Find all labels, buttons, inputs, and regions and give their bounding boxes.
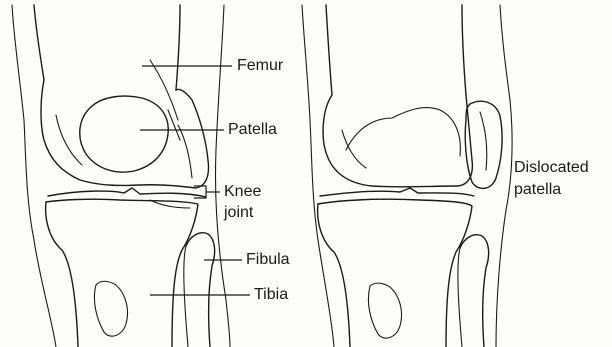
knee-joint-label-line2: joint	[224, 203, 253, 222]
patella-label: Patella	[228, 120, 277, 139]
femur-label: Femur	[237, 56, 283, 75]
normal-knee-drawing	[12, 5, 230, 347]
label-leaders	[140, 66, 250, 295]
fibula-label: Fibula	[246, 250, 290, 269]
dislocated-patella-label-line2: patella	[514, 180, 561, 199]
femur-shape-right	[323, 5, 472, 187]
dislocated-knee-drawing	[302, 5, 512, 347]
knee-joint-line	[48, 188, 206, 197]
knee-joint-label-line1: Knee	[224, 182, 261, 201]
tibia-shape-right	[318, 199, 472, 347]
fibula-shape	[184, 233, 215, 347]
dislocated-patella-label-line1: Dislocated	[514, 158, 589, 177]
fibula-shape-right	[458, 235, 489, 347]
patella-shape	[80, 96, 169, 172]
tibia-shape	[46, 199, 198, 347]
tibia-label: Tibia	[254, 285, 288, 304]
